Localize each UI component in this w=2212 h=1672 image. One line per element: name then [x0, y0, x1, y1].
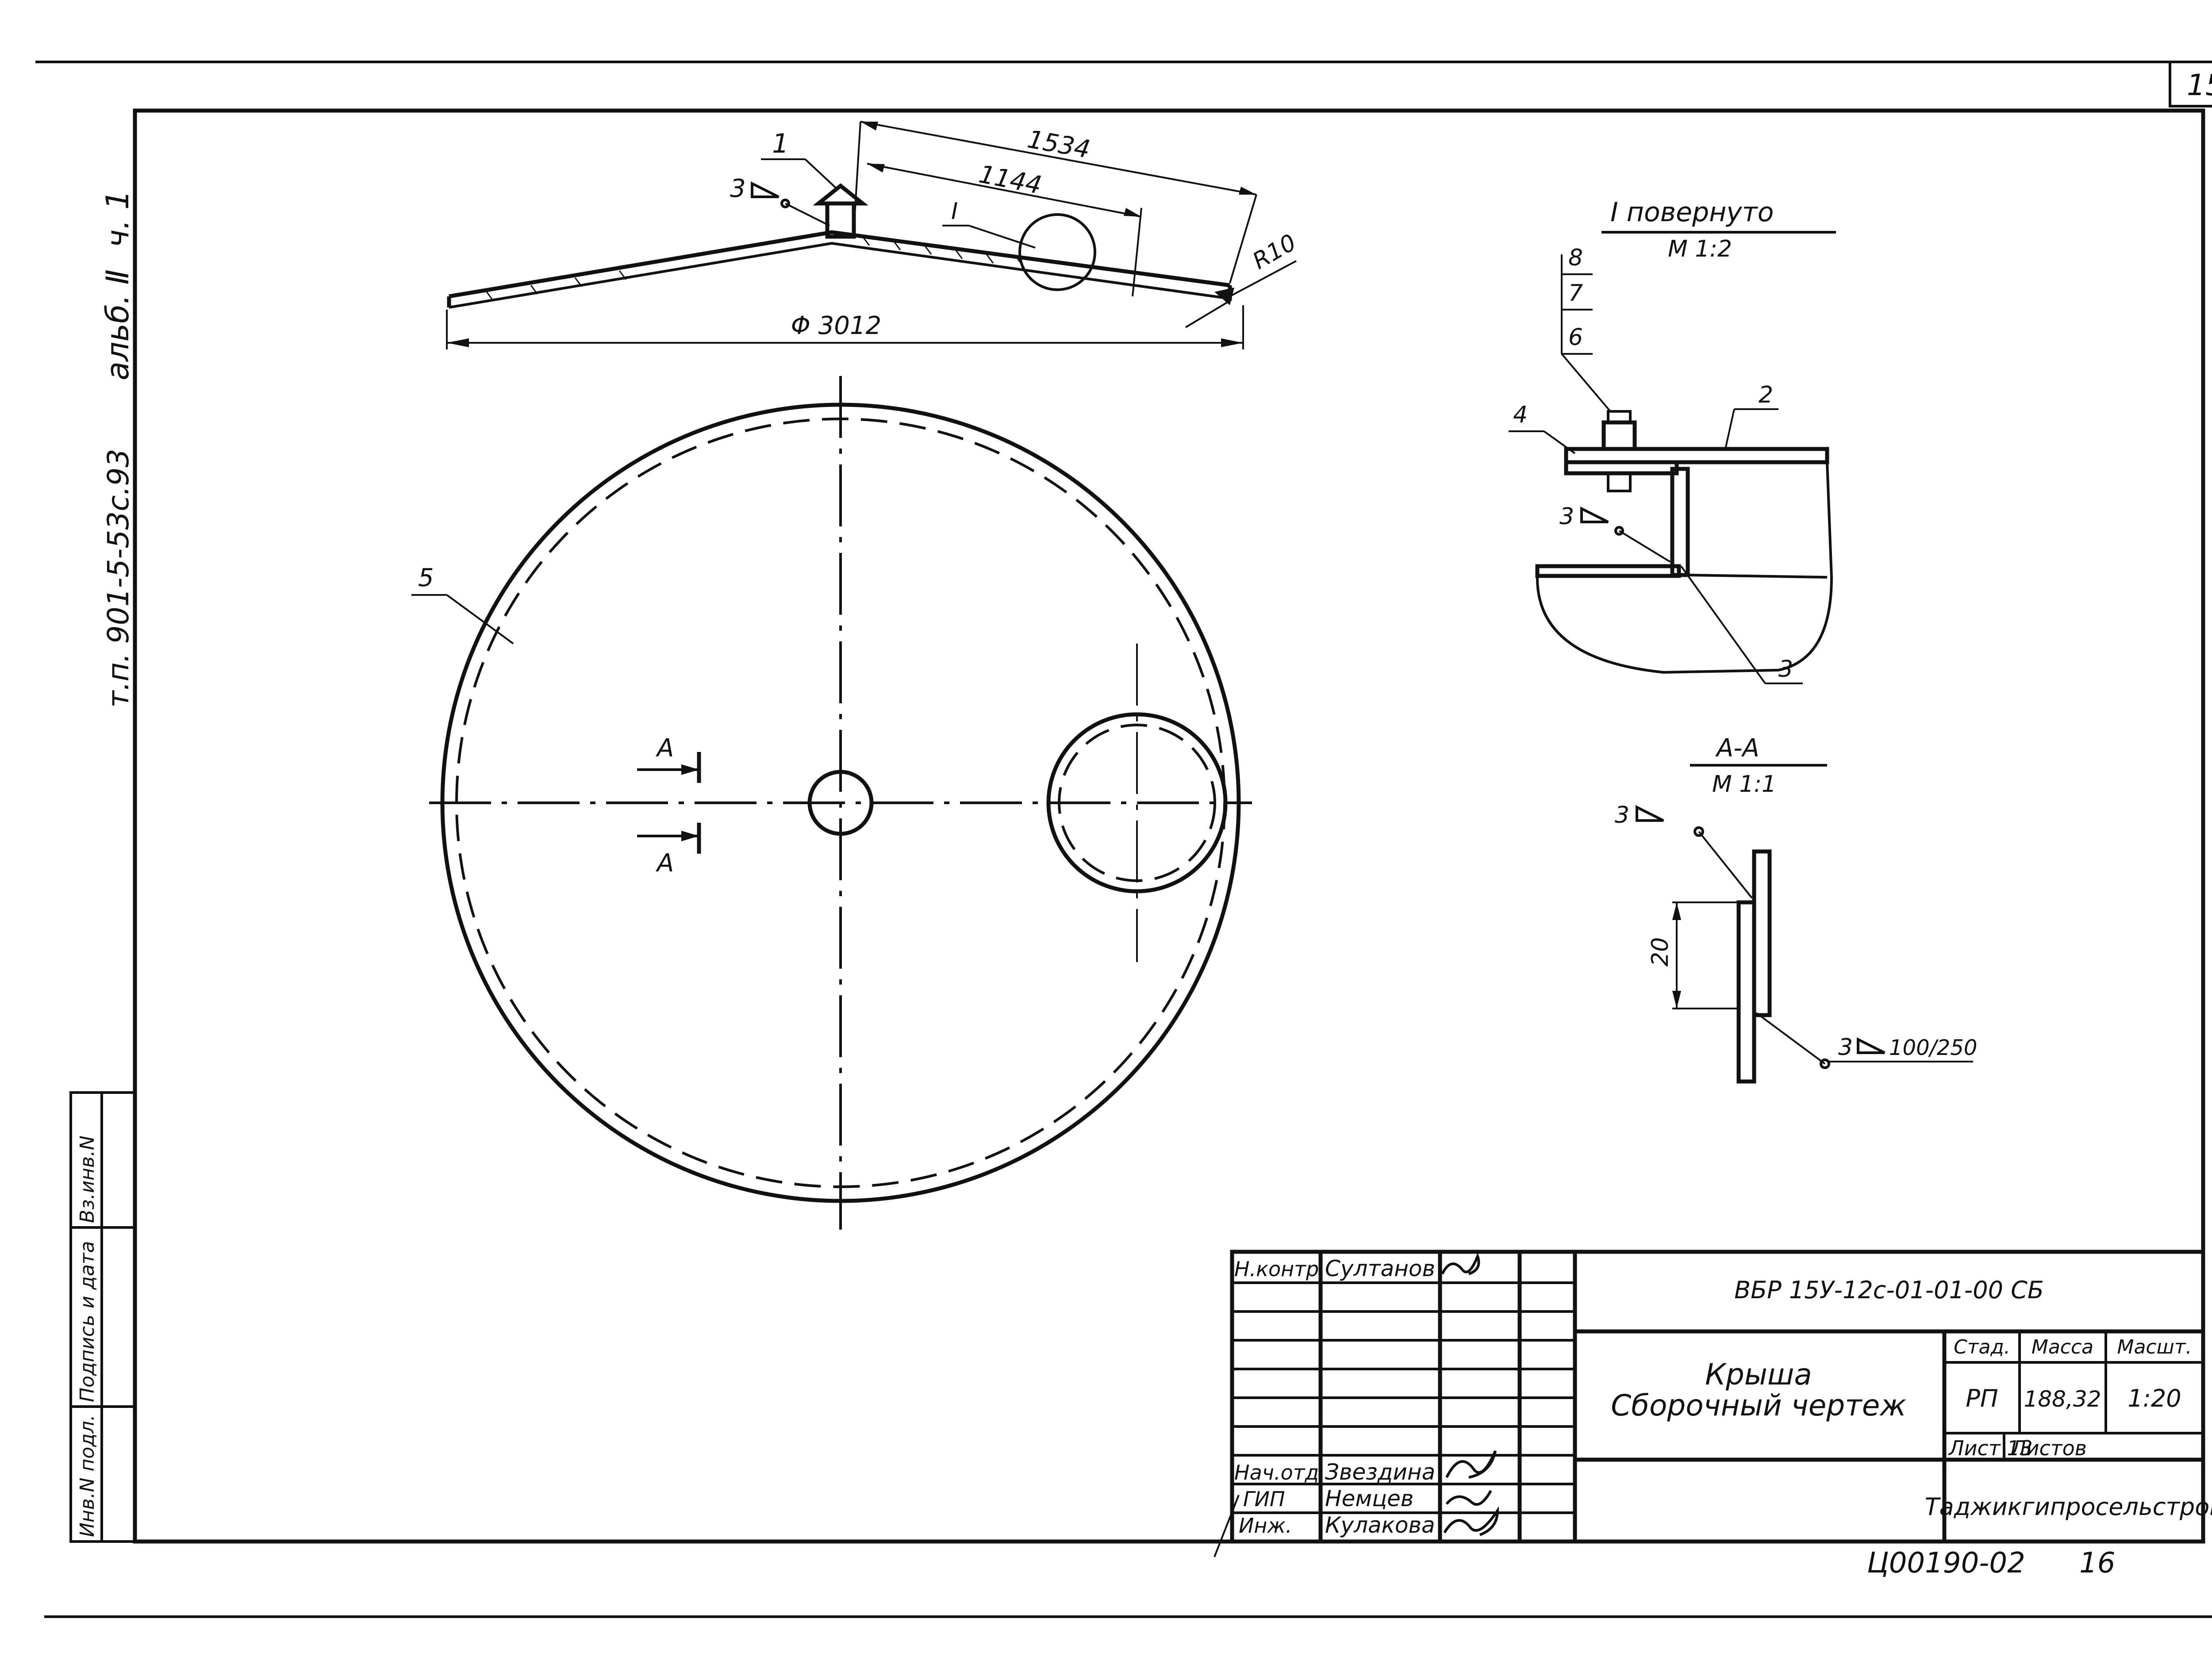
callout-node-i: I: [951, 198, 958, 225]
page-number: 15: [2187, 68, 2212, 102]
sig-role-1: Нач.отд.: [1234, 1461, 1325, 1484]
archive-page: 16: [2079, 1547, 2115, 1580]
dim-diameter: Φ 3012: [791, 311, 881, 340]
section-aa: А-А М 1:1 20 3 3 100/250: [1615, 734, 1977, 1084]
sig-name-2: Немцев: [1325, 1486, 1413, 1511]
callout-8: 8: [1568, 245, 1583, 271]
signature-0: [1441, 1252, 1480, 1275]
sig-role-2: ГИП: [1243, 1487, 1285, 1511]
mass-header: Масса: [2032, 1336, 2093, 1358]
section-mark-top: A: [656, 734, 674, 763]
section-aa-title: А-А: [1715, 734, 1759, 763]
dim-r10: R10: [1248, 229, 1301, 275]
doc-code: ВБР 15У-12с-01-01-00 СБ: [1734, 1276, 2044, 1304]
plan-view: 5 A A: [411, 376, 1252, 1230]
sig-name-1: Звездина: [1325, 1459, 1435, 1485]
section-aa-scale: М 1:1: [1712, 771, 1776, 798]
dim-1144: 1144: [976, 160, 1044, 200]
archive-number: Ц00190-02: [1867, 1547, 2025, 1580]
scale-header: Масшт.: [2117, 1336, 2192, 1358]
side-cell-sign: Подпись и дата: [76, 1241, 99, 1402]
sig-name-3: Кулакова: [1325, 1512, 1435, 1538]
mass-value: 188,32: [2024, 1386, 2101, 1412]
side-stamp: Инв.N подл. Подпись и дата Вз.инв.N т.п.…: [69, 190, 136, 1543]
sheets-label: Листов: [2010, 1436, 2087, 1460]
organization: Таджикгипросельстрой: [1925, 1493, 2212, 1521]
section-weld-spec: 100/250: [1889, 1035, 1977, 1060]
title-block: Н.контр. Султанов Нач.отд. Звездина ГИП …: [1214, 1250, 2212, 1557]
part-label: ч. 1: [100, 190, 136, 248]
scale-value: 1:20: [2128, 1384, 2181, 1412]
stage-value: РП: [1966, 1384, 1998, 1412]
section-weld-bottom: 3: [1838, 1034, 1853, 1061]
signature-3: [1443, 1506, 1499, 1536]
detail-one-title: I повернуто: [1610, 197, 1774, 228]
callout-3: 3: [1778, 656, 1793, 683]
callout-6: 6: [1568, 324, 1583, 351]
callout-4: 4: [1513, 402, 1528, 428]
sig-role-3: Инж.: [1239, 1514, 1292, 1538]
section-mark-bottom: A: [656, 849, 674, 878]
detail-one: I повернуто М 1:2 8 7 6 4 2: [1509, 197, 1836, 684]
detail-one-weld: 3: [1559, 503, 1574, 530]
callout-1: 1: [772, 128, 789, 159]
project-code: т.п. 901-5-53с.93: [101, 449, 135, 708]
callout-7: 7: [1568, 280, 1583, 307]
stage-header: Стад.: [1954, 1336, 2010, 1358]
sig-name-0: Султанов: [1325, 1256, 1435, 1281]
dim-20: 20: [1647, 937, 1674, 966]
roof-weld-note: 3: [730, 174, 746, 203]
callout-5: 5: [418, 564, 434, 592]
signature-1: [1445, 1450, 1497, 1479]
detail-one-scale: М 1:2: [1668, 236, 1732, 262]
side-cell-inv: Инв.N подл.: [76, 1415, 99, 1537]
doc-name-line1: Крыша: [1705, 1358, 1812, 1392]
sheet-label: Лист 13: [1948, 1436, 2033, 1460]
callout-2: 2: [1759, 382, 1773, 408]
side-cell-vz: Вз.инв.N: [76, 1135, 99, 1223]
section-weld-top: 3: [1615, 802, 1629, 828]
roof-profile: 1534 1144 Φ 3012 R10 1 3 I: [446, 121, 1301, 349]
album-label: альб. Ⅱ: [100, 269, 136, 380]
sig-role-0: Н.контр.: [1234, 1257, 1325, 1281]
sheet-frame: 15: [35, 61, 2212, 1618]
dim-1534: 1534: [1025, 125, 1092, 164]
signature-2: [1445, 1490, 1492, 1506]
doc-name-line2: Сборочный чертеж: [1611, 1388, 1906, 1423]
